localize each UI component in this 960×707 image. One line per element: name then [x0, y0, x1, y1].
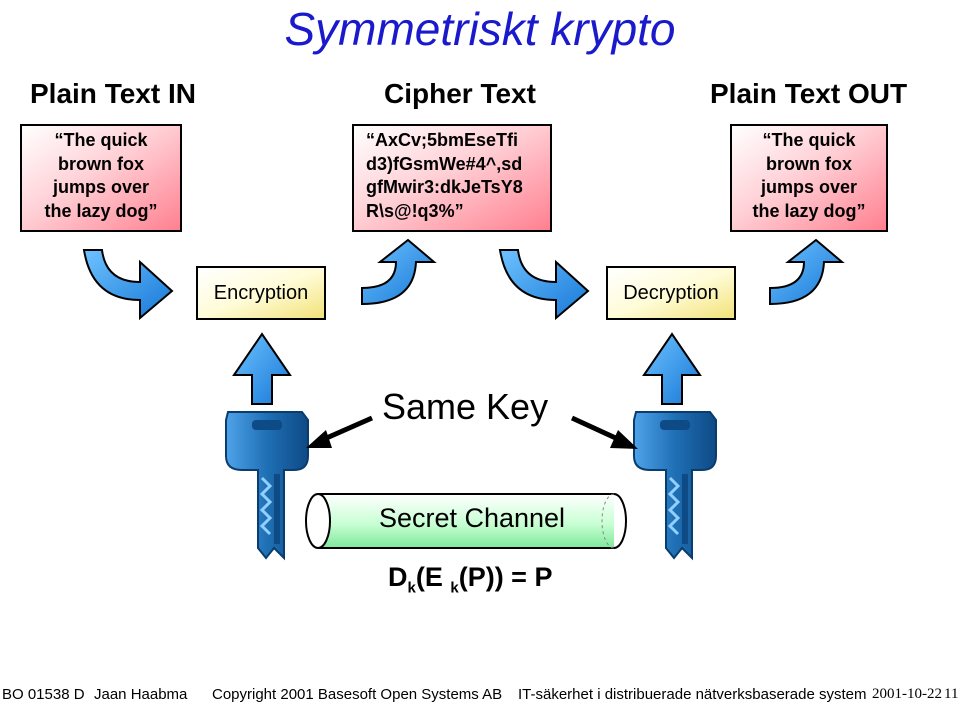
up-arrow-icon: [232, 332, 292, 405]
plain-text-in-box: “The quick brown fox jumps over the lazy…: [20, 124, 182, 232]
same-key-label: Same Key: [382, 386, 549, 427]
footer-copyright: Copyright 2001 Basesoft Open Systems AB: [212, 686, 503, 703]
footer-page-number: 11: [944, 686, 959, 702]
curved-arrow-icon: [82, 249, 174, 321]
text-line: R\s@!q3%”: [366, 200, 464, 221]
decryption-label: Decryption: [623, 281, 719, 304]
decryption-formula: Dk(E k(P)) = P: [388, 562, 552, 596]
footer-subject: IT-säkerhet i distribuerade nätverksbase…: [518, 686, 867, 703]
text-line: brown fox: [58, 153, 144, 174]
text-line: “The quick: [762, 130, 856, 150]
curved-arrow-icon: [498, 249, 590, 321]
text-line: jumps over: [760, 177, 858, 197]
text-line: jumps over: [52, 177, 150, 197]
text-line: brown fox: [766, 153, 852, 174]
encryption-box: Encryption: [196, 266, 326, 320]
column-header-plain-out: Plain Text OUT: [710, 78, 908, 109]
encryption-label: Encryption: [213, 281, 309, 304]
decryption-box: Decryption: [606, 266, 736, 320]
text-line: the lazy dog”: [44, 200, 158, 221]
key-icon: [225, 411, 309, 561]
footer-date: 2001-10-22: [872, 686, 942, 702]
footer: BO 01538 D Jaan Haabma Copyright 2001 Ba…: [0, 686, 960, 707]
formula-e: (E: [415, 562, 443, 592]
text-line: “AxCv;5bmEseTfi: [366, 130, 519, 150]
text-line: “The quick: [54, 130, 148, 150]
cipher-text-box: “AxCv;5bmEseTfi d3)fGsmWe#4^,sd gfMwir3:…: [352, 124, 552, 232]
text-line: gfMwir3:dkJeTsY8: [366, 177, 523, 197]
column-header-plain-in: Plain Text IN: [30, 78, 196, 109]
secret-channel-label: Secret Channel: [378, 503, 566, 533]
up-arrow-icon: [642, 332, 702, 405]
slide-title: Symmetriskt krypto: [284, 3, 676, 55]
secret-channel-cylinder: [305, 493, 627, 549]
pointer-arrow-left: [306, 415, 374, 448]
formula-k-sub: k: [407, 579, 416, 597]
pointer-arrow-right: [570, 415, 638, 449]
key-icon: [633, 411, 717, 561]
formula-k-sub: k: [450, 579, 459, 597]
column-header-cipher: Cipher Text: [384, 78, 536, 109]
curved-arrow-icon: [361, 238, 437, 306]
curved-arrow-icon: [769, 238, 845, 306]
formula-d: D: [388, 562, 408, 592]
footer-author: Jaan Haabma: [94, 686, 188, 703]
text-line: d3)fGsmWe#4^,sd: [366, 153, 523, 174]
footer-course: BO 01538 D: [2, 686, 85, 703]
formula-end: (P)) = P: [458, 562, 553, 592]
text-line: the lazy dog”: [752, 200, 866, 221]
plain-text-out-box: “The quick brown fox jumps over the lazy…: [730, 124, 888, 232]
